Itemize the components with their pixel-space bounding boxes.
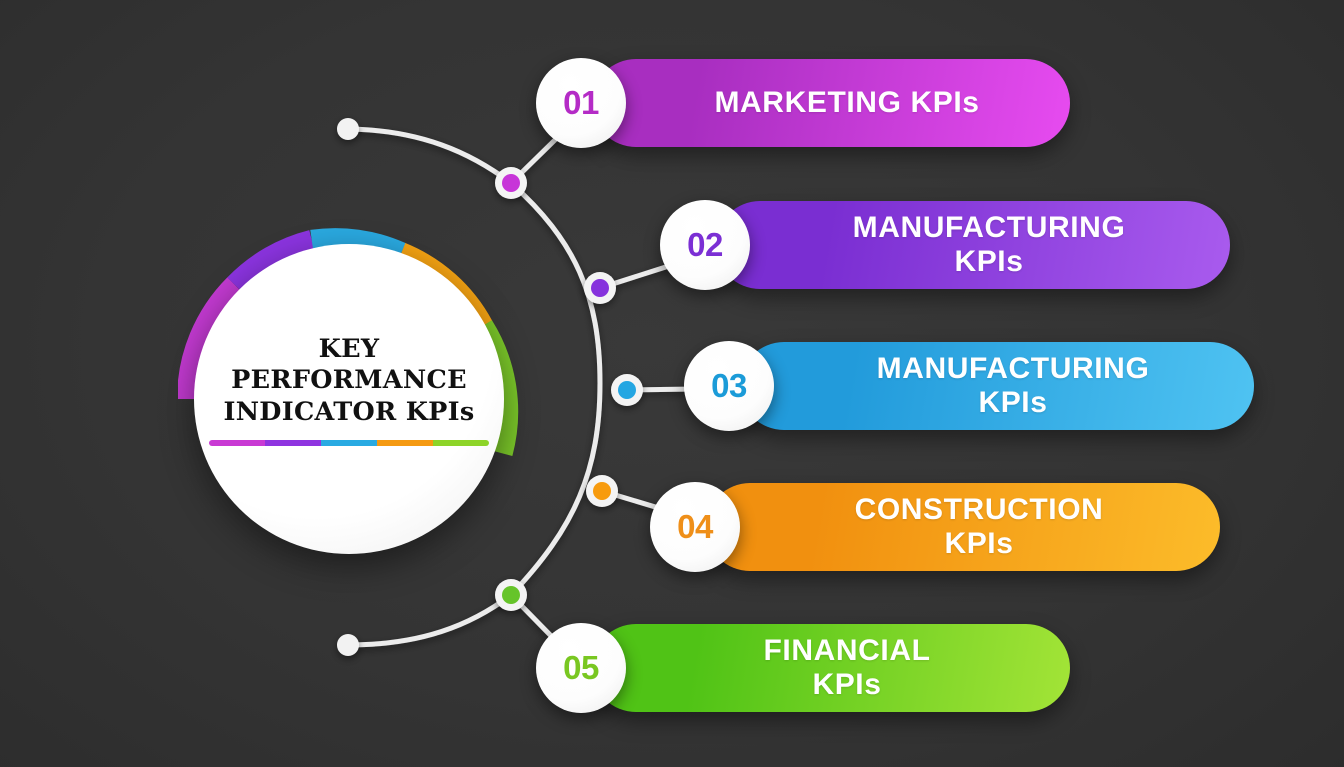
kpi-badge-3[interactable]: 03: [684, 341, 774, 431]
kpi-row-3[interactable]: 03 MANUFACTURING KPIs: [684, 341, 1254, 431]
kpi-card-1[interactable]: MARKETING KPIs: [592, 59, 1070, 147]
kpi-number-3: 03: [711, 367, 747, 404]
kpi-badge-2[interactable]: 02: [660, 200, 750, 290]
kpi-row-2[interactable]: 02 MANUFACTURING KPIs: [660, 200, 1230, 290]
underline-segment-manufacturing-2: [321, 440, 377, 446]
kpi-badge-1[interactable]: 01: [536, 58, 626, 148]
kpi-number-1: 01: [563, 84, 599, 121]
kpi-label-4: CONSTRUCTION KPIs: [854, 492, 1104, 560]
kpi-row-4[interactable]: 04 CONSTRUCTION KPIs: [650, 482, 1220, 572]
arc-endpoint-bottom: [337, 634, 359, 656]
hub-title-line-1: KEY: [318, 333, 380, 364]
arc-node-4: [586, 475, 618, 507]
kpi-number-5: 05: [563, 649, 599, 686]
kpi-card-4[interactable]: CONSTRUCTION KPIs: [706, 482, 1220, 572]
underline-segment-manufacturing: [265, 440, 321, 446]
kpi-badge-4[interactable]: 04: [650, 482, 740, 572]
kpi-label-1: MARKETING KPIs: [714, 85, 980, 119]
kpi-label-3: MANUFACTURING KPIs: [876, 351, 1150, 419]
kpi-badge-5[interactable]: 05: [536, 623, 626, 713]
underline-segment-marketing: [209, 440, 265, 446]
hub-title-line-3: INDICATOR KPIs: [223, 396, 475, 427]
underline-segment-financial: [433, 440, 489, 446]
arc-node-5: [495, 579, 527, 611]
kpi-label-2: MANUFACTURING KPIs: [852, 210, 1126, 278]
kpi-card-3[interactable]: MANUFACTURING KPIs: [740, 341, 1254, 431]
kpi-number-2: 02: [687, 226, 723, 263]
hub-title-line-2: PERFORMANCE: [231, 365, 467, 396]
arc-node-3: [611, 374, 643, 406]
arc-tail-top: [345, 126, 514, 186]
arc-node-2: [584, 272, 616, 304]
kpi-row-1[interactable]: 01 MARKETING KPIs: [536, 58, 1070, 148]
arc-node-1: [495, 167, 527, 199]
arc-endpoint-top: [337, 118, 359, 140]
kpi-number-4: 04: [677, 508, 713, 545]
kpi-row-5[interactable]: 05 FINANCIAL KPIs: [536, 623, 1070, 713]
kpi-card-2[interactable]: MANUFACTURING KPIs: [716, 200, 1230, 290]
underline-segment-construction: [377, 440, 433, 446]
hub-underline-bar: [209, 440, 489, 446]
kpi-label-5: FINANCIAL KPIs: [763, 633, 931, 701]
arc-main: [508, 180, 603, 598]
arc-tail-bottom: [345, 592, 514, 648]
kpi-card-5[interactable]: FINANCIAL KPIs: [592, 623, 1070, 713]
